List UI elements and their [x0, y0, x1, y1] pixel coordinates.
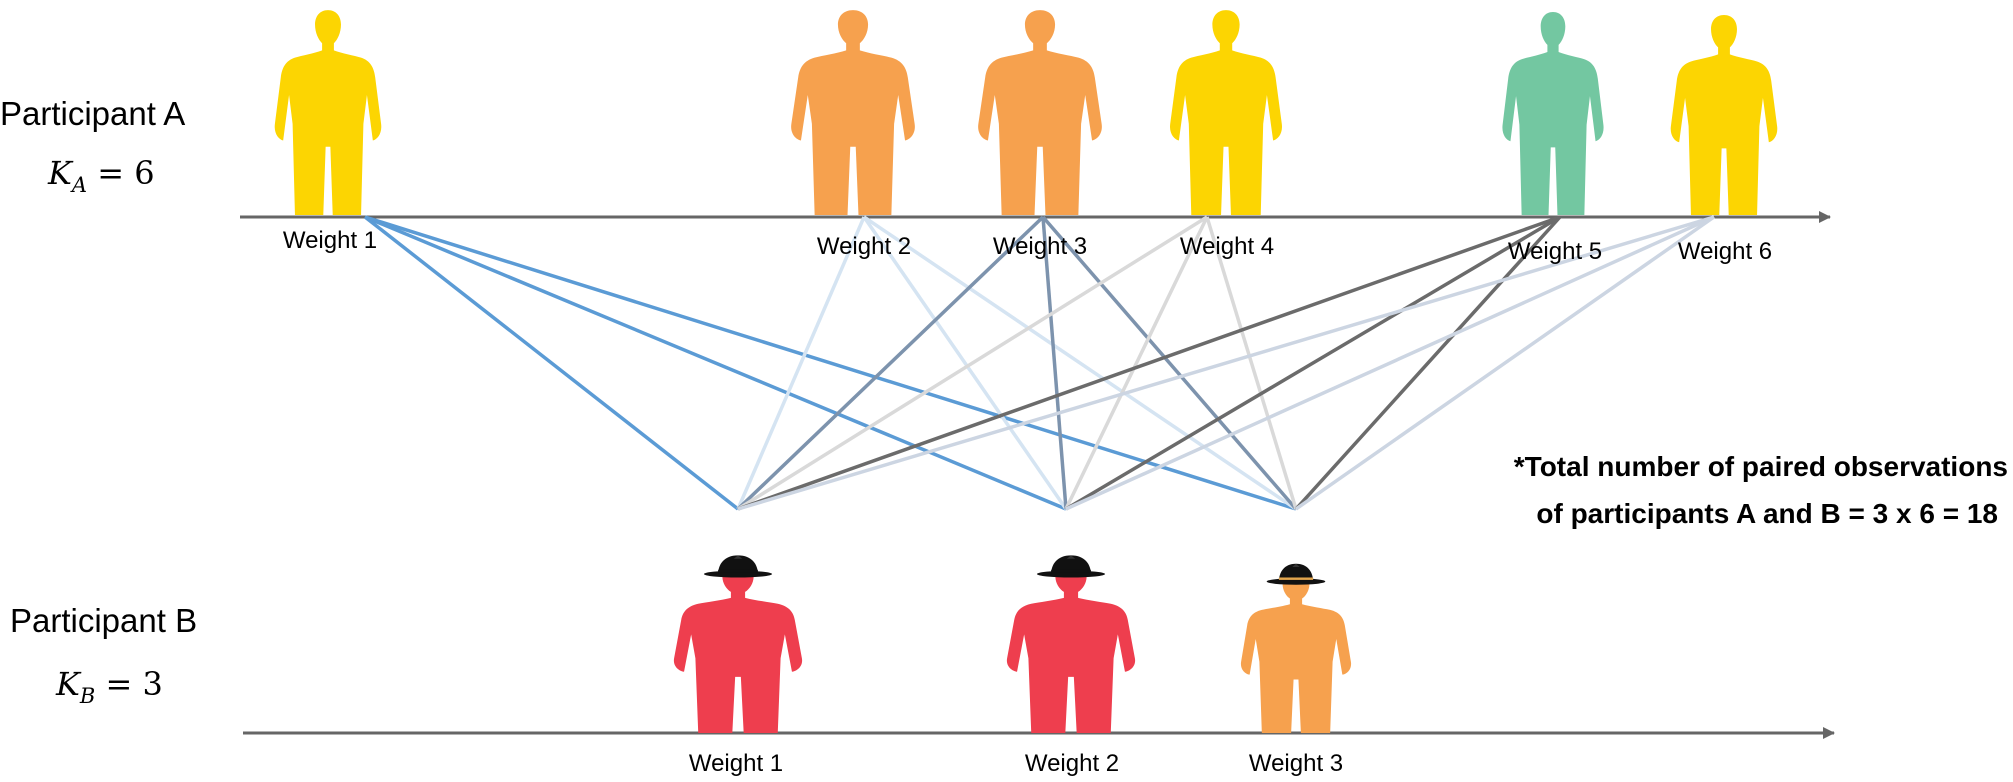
pair-line-a6-b2 — [1065, 215, 1715, 511]
participant-b-title: Participant B — [10, 602, 197, 639]
pair-line-a6-b1 — [737, 215, 1715, 511]
pairing-lines — [363, 215, 1716, 511]
person-a-weight-3 — [978, 10, 1102, 215]
pair-line-a4-b1 — [737, 215, 1208, 511]
participant-b-k-value: KB = 3 — [55, 665, 163, 708]
person-b-weight-2 — [1006, 555, 1136, 733]
participant-b-figures — [673, 555, 1352, 733]
pair-line-a3-b1 — [736, 215, 1045, 511]
weight-label-a-5: Weight 5 — [1508, 238, 1602, 265]
person-a-weight-6 — [1670, 15, 1778, 215]
pair-line-a4-b3 — [1205, 216, 1298, 510]
pair-line-a3-b2 — [1041, 216, 1068, 510]
weight-label-a-6: Weight 6 — [1678, 238, 1772, 265]
participant-a-figures — [274, 10, 1778, 215]
pair-line-a1-b3 — [364, 215, 1297, 511]
weight-label-a-2: Weight 2 — [817, 233, 911, 260]
person-b-weight-3 — [1240, 563, 1352, 733]
weight-label-b-3: Weight 3 — [1249, 750, 1343, 777]
weight-label-a-4: Weight 4 — [1180, 233, 1274, 260]
pair-line-a4-b2 — [1064, 216, 1209, 510]
participant-a-k-value: KA = 6 — [47, 154, 155, 197]
pair-line-a2-b1 — [736, 216, 866, 510]
note-line-1: *Total number of paired observations — [1514, 451, 2008, 482]
pair-line-a6-b3 — [1294, 215, 1716, 511]
person-a-weight-1 — [274, 10, 382, 215]
pair-line-a1-b2 — [364, 215, 1067, 511]
person-b-weight-1 — [673, 555, 803, 733]
person-a-weight-4 — [1170, 10, 1282, 215]
person-a-weight-5 — [1502, 12, 1604, 215]
pair-line-a2-b2 — [862, 216, 1068, 510]
pair-line-a5-b1 — [737, 215, 1561, 511]
pair-line-a2-b3 — [863, 215, 1297, 511]
pair-line-a1-b1 — [363, 215, 740, 511]
weight-label-b-2: Weight 2 — [1025, 750, 1119, 777]
note-line-2: of participants A and B = 3 x 6 = 18 — [1536, 498, 1998, 529]
pair-line-a5-b2 — [1065, 215, 1561, 511]
pair-line-a5-b3 — [1294, 215, 1562, 511]
weight-label-b-1: Weight 1 — [689, 750, 783, 777]
weight-label-a-3: Weight 3 — [993, 233, 1087, 260]
pair-line-a3-b3 — [1041, 215, 1298, 511]
person-a-weight-2 — [791, 10, 915, 215]
weight-label-a-1: Weight 1 — [283, 227, 377, 254]
participant-a-title: Participant A — [0, 95, 185, 132]
